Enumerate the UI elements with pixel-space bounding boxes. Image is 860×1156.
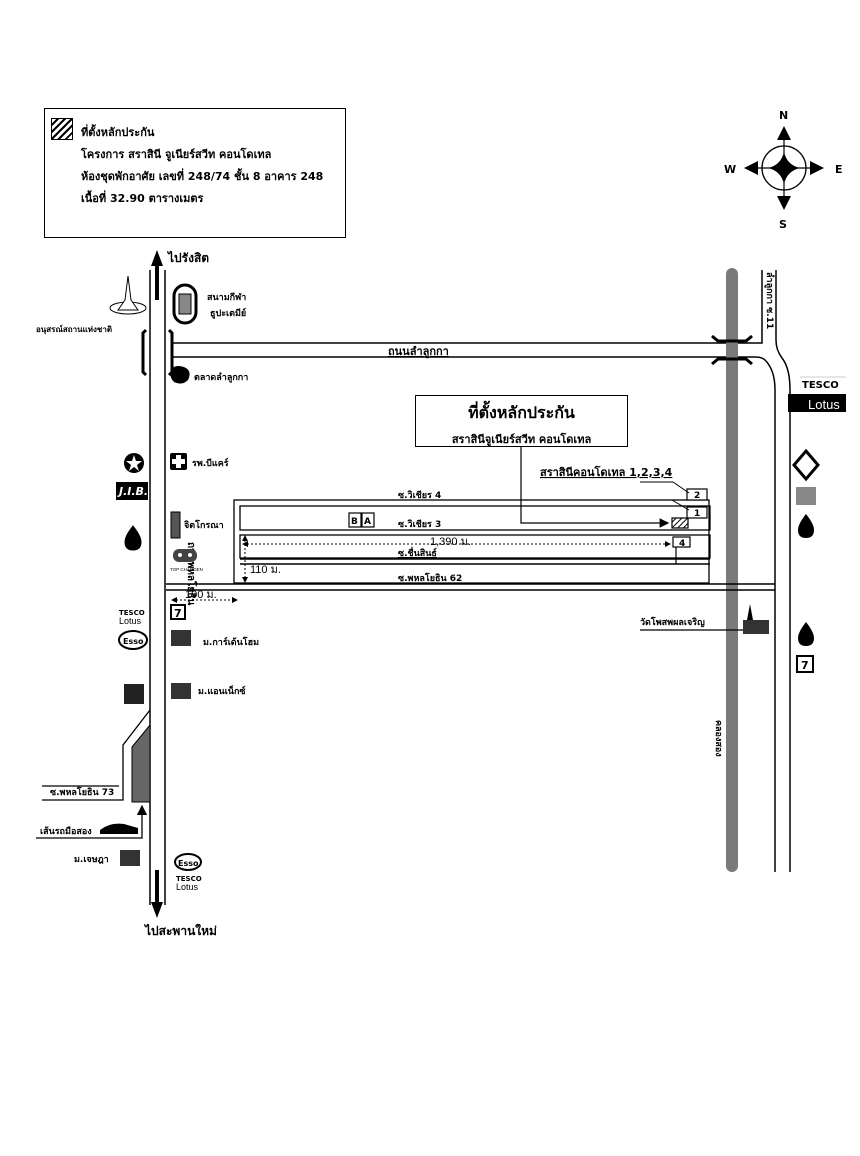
hatched-square-icon	[51, 118, 73, 140]
tesco-label-left: TESCO	[119, 609, 145, 617]
top-charoen-icon	[173, 549, 197, 562]
seven-eleven-label-right: 7	[801, 659, 809, 672]
seven-eleven-label: 7	[174, 607, 182, 620]
car-icon	[100, 823, 138, 834]
tesco-label-right: TESCO	[802, 380, 839, 391]
bangkok-bank-icon	[792, 448, 820, 482]
buildings-label: สราสินีคอนโดเทล 1,2,3,4	[540, 465, 673, 479]
legend-box: ที่ตั้งหลักประกัน โครงการ สราสินี จูเนีย…	[44, 108, 346, 238]
north-arrow-icon	[151, 250, 163, 300]
market-icon	[170, 366, 190, 384]
jib-logo	[116, 482, 148, 500]
canal	[726, 268, 738, 872]
esso-label-left: Esso	[123, 637, 144, 646]
distance-110: 110 ม.	[250, 564, 281, 576]
callout-title: ที่ตั้งหลักประกัน	[468, 403, 575, 422]
star-logo-icon	[124, 453, 144, 473]
soi-phahon-62-label: ซ.พหลโยธิน 62	[398, 572, 462, 584]
ptt-icon-left	[124, 525, 142, 551]
skytrain-label: เส้นรถมือสอง	[40, 825, 92, 837]
lotus-label-left: Lotus	[119, 616, 142, 626]
north-direction-label: ไปรังสิต	[166, 250, 209, 265]
lam-luk-ka-road	[172, 270, 791, 872]
monument-label: อนุสรณ์สถานแห่งชาติ	[36, 324, 112, 335]
billboard-label: จิตโกรณา	[183, 519, 223, 531]
village-2-label: ม.แอนเน็กซ์	[198, 684, 246, 697]
stadium-icon	[172, 283, 198, 325]
compass-n: N	[779, 109, 788, 122]
lotus-label-right: Lotus	[808, 397, 840, 412]
stadium-label-1: สนามกีฬา	[207, 292, 246, 303]
lotus-logo-right	[788, 394, 846, 412]
soi-wisia-4-label: ซ.วิเชียร 4	[398, 490, 441, 501]
soi-wisia-3-label: ซ.วิเชียร 3	[398, 519, 441, 530]
south-arrow-icon	[151, 870, 163, 918]
compass-s: S	[779, 218, 787, 231]
esso-logo-bottom	[174, 853, 202, 871]
seven-eleven-icon	[170, 604, 186, 620]
esso-logo-left	[118, 630, 148, 650]
building-1-label: 1	[694, 509, 700, 519]
lotus-label-bottom: Lotus	[176, 882, 199, 892]
soi-network	[166, 499, 775, 591]
collateral-callout: ที่ตั้งหลักประกัน สราสินีจูเนียร์สวีท คอ…	[415, 395, 628, 447]
village-3-label: ม.เจษฎา	[74, 855, 109, 865]
soi-chuen-sin-label: ซ.ชื่นสินธ์	[398, 546, 437, 559]
temple-icon	[743, 604, 769, 634]
building-3-collateral	[671, 517, 689, 529]
building-b-label: B	[351, 517, 358, 527]
building-1	[686, 506, 708, 519]
krungthai-bank-icon	[796, 487, 816, 505]
compass-e: E	[835, 163, 843, 176]
legend-area: เนื้อที่ 32.90 ตารางเมตร	[81, 192, 204, 205]
canal-label: คลองสอง	[713, 720, 723, 757]
south-direction-label: ไปสะพานใหม่	[143, 923, 217, 938]
building-4	[672, 536, 691, 548]
compass-rose-icon: N S W E	[724, 109, 843, 231]
jib-label: J.I.B.	[117, 485, 148, 498]
village-icon-1	[171, 630, 191, 646]
building-a	[361, 512, 375, 528]
hospital-icon	[170, 453, 187, 470]
village-icon-2	[171, 683, 191, 699]
ptt-icon-right-2	[798, 622, 814, 646]
main-road	[149, 250, 166, 918]
temple-label: วัดโพสพผลเจริญ	[640, 616, 705, 628]
soi-phahon-73-label: ซ.พหลโยธิน 73	[50, 786, 114, 798]
lam-luk-ka-soi-label: ลำลูกกา ซ.11	[764, 272, 775, 329]
compass-w: W	[724, 163, 736, 176]
tesco-label-bottom: TESCO	[176, 875, 202, 883]
shell-logo-icon	[124, 684, 144, 704]
billboard-icon	[170, 511, 181, 539]
stadium-label-2: ธูปะเตมีย์	[210, 307, 246, 319]
distance-1390: 1,390 ม.	[430, 536, 471, 548]
building-a-label: A	[364, 517, 371, 527]
village-1-label: ม.การ์เด้นโฮม	[203, 636, 259, 648]
lam-luk-ka-label: ถนนลำลูกกา	[388, 345, 449, 359]
legend-title: ที่ตั้งหลักประกัน	[81, 126, 155, 139]
seven-eleven-icon-right	[796, 655, 814, 673]
callout-subtitle: สราสินีจูเนียร์สวีท คอนโดเทล	[451, 433, 592, 446]
monument-icon	[109, 275, 147, 315]
legend-unit: ห้องชุดพักอาศัย เลขที่ 248/74 ชั้น 8 อาค…	[81, 170, 324, 183]
market-label: ตลาดลำลูกกา	[194, 372, 248, 383]
village-icon-3	[120, 850, 140, 866]
ptt-icon-right-1	[798, 514, 814, 538]
distance-100: 100 ม.	[185, 589, 217, 601]
esso-label-bottom: Esso	[178, 859, 199, 868]
building-2	[686, 488, 708, 501]
building-2-label: 2	[694, 491, 700, 501]
building-b	[348, 512, 362, 528]
hospital-label: รพ.บีแคร์	[192, 457, 229, 469]
building-4-label: 4	[679, 539, 685, 549]
soi-73-building	[131, 723, 151, 803]
legend-project: โครงการ สราสินี จูเนียร์สวีท คอนโดเทล	[81, 148, 272, 161]
top-charoen-label: TOP CHAROEN	[170, 567, 203, 572]
